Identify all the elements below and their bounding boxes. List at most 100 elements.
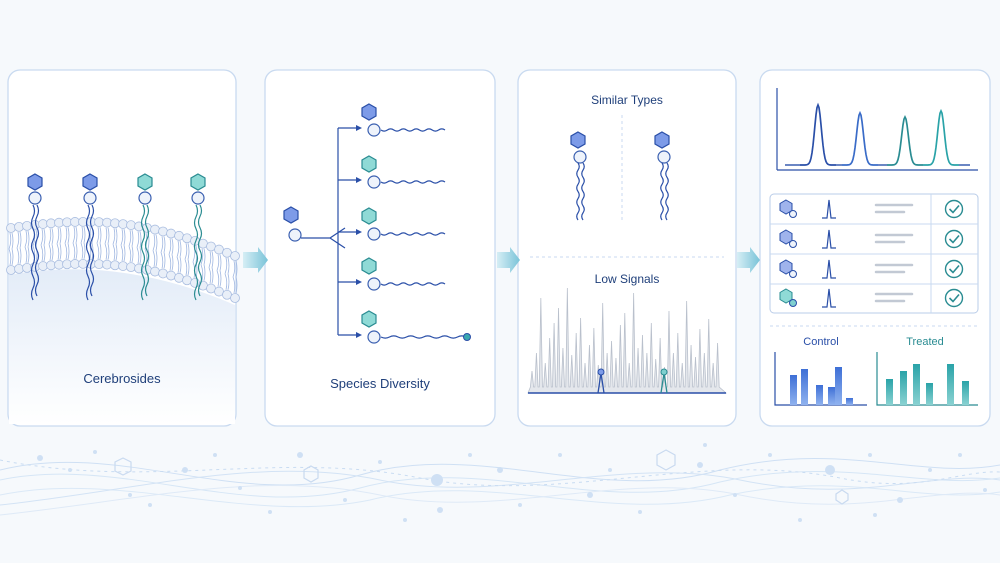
fatty-acid-chain	[380, 180, 446, 184]
glycolipid-tail	[34, 204, 40, 297]
background-dot	[518, 503, 522, 507]
background-dot	[587, 492, 593, 498]
cerebroside-lipids	[27, 173, 206, 301]
lipid-tail	[112, 244, 118, 261]
lipid-tail	[80, 242, 86, 259]
lipid-bead	[150, 266, 160, 277]
control-bar	[835, 367, 842, 405]
lipid-tail	[208, 267, 214, 284]
lipid-tail	[232, 276, 238, 294]
lipid-tail	[8, 232, 14, 250]
lipid-bead	[150, 224, 160, 235]
glycolipid-tail	[144, 204, 150, 297]
treated-bar	[962, 381, 969, 405]
ceramide-head	[367, 330, 381, 344]
background-dot	[733, 493, 737, 497]
ceramide-head	[367, 277, 381, 291]
background-dot	[68, 468, 72, 472]
background-dot	[378, 460, 382, 464]
chromatogram	[776, 88, 978, 171]
lipid-tail	[72, 242, 78, 260]
lipid-tail	[216, 270, 222, 287]
treated-bar	[926, 383, 933, 405]
ceramide-head	[367, 175, 381, 189]
glycolipid-tail	[140, 204, 146, 301]
lipid-tail	[581, 162, 585, 221]
checkmark-icon	[944, 288, 964, 308]
lipid-tail	[48, 244, 54, 261]
lipid-tail	[120, 244, 126, 262]
lipid-tail	[104, 227, 110, 244]
ceramide-head	[191, 191, 205, 205]
lipid-tail	[168, 238, 174, 255]
background-dot	[148, 503, 152, 507]
hexagon-headgroup-icon	[283, 206, 299, 224]
label-treated: Treated	[906, 336, 944, 348]
lipid-tail	[128, 230, 134, 247]
lipid-tail	[200, 248, 206, 265]
lipid-tail	[136, 247, 142, 264]
background-hexagons	[114, 449, 849, 505]
glycolipid-tail	[30, 204, 36, 301]
background-dot	[37, 455, 43, 461]
lipid-bead	[126, 220, 136, 231]
lipid-bead	[118, 219, 128, 229]
background-dot	[928, 468, 932, 472]
lipid-tail	[184, 243, 190, 260]
cell-membrane	[6, 173, 240, 424]
background-dot	[128, 493, 132, 497]
arrow-right-icon	[737, 247, 760, 273]
treated-bar	[886, 379, 893, 405]
lipid-tail	[112, 228, 118, 245]
background-dot	[343, 498, 347, 502]
background-waves	[0, 458, 1000, 516]
lipid-tail	[660, 162, 664, 221]
arrow-right-icon	[497, 247, 520, 273]
lipid-tail	[168, 254, 174, 271]
background-dot	[238, 486, 242, 490]
hexagon-headgroup-icon	[779, 288, 793, 304]
ceramide-head	[83, 191, 97, 205]
lipid-bead	[110, 260, 120, 271]
identification-table	[769, 193, 979, 314]
lipid-tail	[216, 254, 222, 271]
fatty-acid-chain	[380, 282, 446, 286]
background-dot	[497, 467, 503, 473]
lipid-tail	[64, 243, 70, 260]
lipid-tail	[24, 246, 30, 263]
checkmark-icon	[944, 259, 964, 279]
hexagon-headgroup-icon	[779, 199, 793, 215]
lipid-bead	[22, 220, 32, 231]
background-dot	[983, 488, 987, 492]
background-dot	[403, 518, 407, 522]
ceramide-head	[789, 299, 797, 307]
fatty-acid-chain	[380, 232, 446, 236]
label-low-signals: Low Signals	[594, 272, 660, 286]
background-dot	[268, 510, 272, 514]
lipid-bead	[230, 251, 240, 261]
ceramide-head	[367, 227, 381, 241]
lipid-bead	[110, 218, 120, 229]
lipid-bead	[174, 230, 184, 241]
hexagon-headgroup-icon	[570, 131, 586, 149]
lipid-tail	[184, 259, 190, 276]
lipid-tail	[40, 228, 46, 246]
lipid-bead	[158, 226, 168, 237]
label-species-diversity: Species Diversity	[330, 376, 430, 391]
control-bar	[801, 369, 808, 405]
chain-end-marker	[463, 333, 471, 341]
lipid-tail	[120, 228, 126, 246]
mini-peak	[822, 288, 836, 308]
hexagon-headgroup-icon	[361, 103, 377, 121]
ceramide-head	[288, 228, 302, 242]
arrow-right-icon	[243, 247, 268, 273]
ceramide-head	[789, 240, 797, 248]
background-dot	[93, 450, 97, 454]
background-dot	[768, 453, 772, 457]
lipid-tail	[56, 243, 62, 260]
lipid-tail	[48, 228, 54, 245]
background-dot	[437, 507, 443, 513]
arrow-head-icon	[356, 229, 362, 235]
signal-marker	[597, 368, 605, 376]
